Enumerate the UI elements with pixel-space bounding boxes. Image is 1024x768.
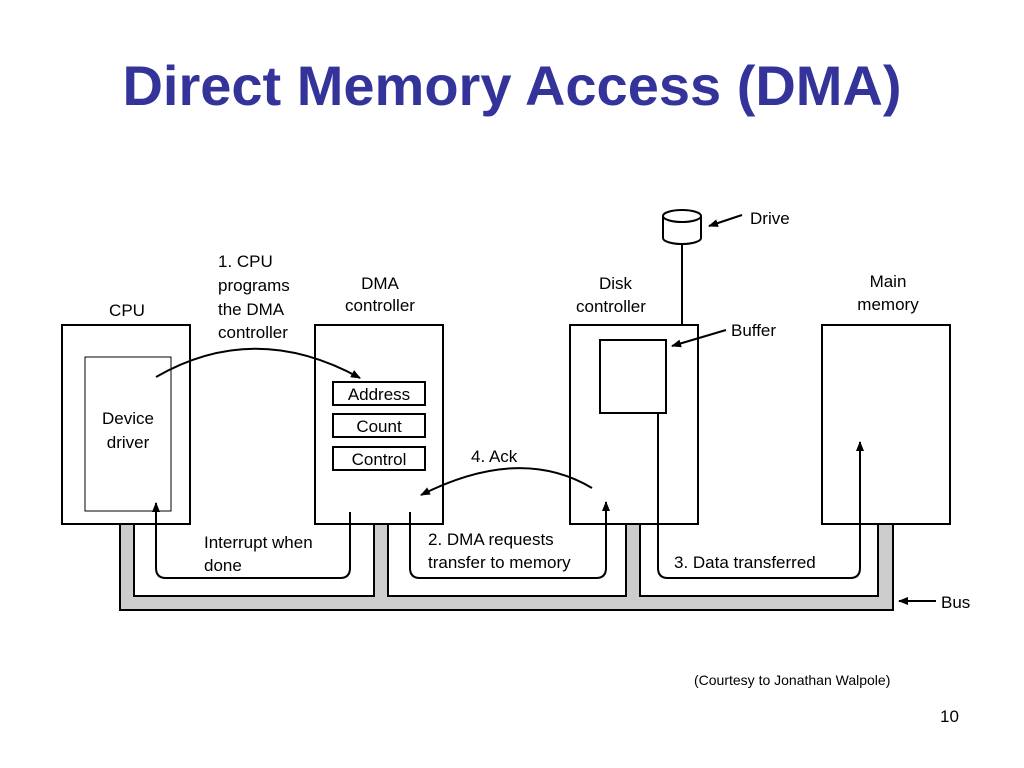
control-register: [332, 446, 426, 471]
step3-label: 3. Data transferred: [674, 553, 816, 572]
main-memory-label-line2: memory: [857, 295, 919, 314]
address-register: [332, 381, 426, 406]
disk-controller-box: [569, 324, 699, 525]
buffer-pointer-arrow: [671, 329, 727, 348]
device-driver-box: [84, 356, 172, 512]
drive-icon: [662, 209, 702, 245]
step3-arrow: [657, 413, 864, 579]
step1-label-line2: programs: [218, 276, 290, 295]
count-register: [332, 413, 426, 438]
count-label: Count: [356, 417, 402, 436]
disk-controller-label-line1: Disk: [599, 274, 633, 293]
disk-controller-label-line2: controller: [576, 297, 646, 316]
step2-arrow: [409, 501, 610, 579]
step1-label-line4: controller: [218, 323, 288, 342]
dma-controller-label-line1: DMA: [361, 274, 399, 293]
courtesy-note: (Courtesy to Jonathan Walpole): [694, 672, 891, 688]
interrupt-arrow: [152, 502, 351, 579]
bus-label: Bus: [941, 593, 970, 612]
step4-arrow: [420, 467, 593, 496]
slide-title: Direct Memory Access (DMA): [122, 54, 902, 117]
drive-label: Drive: [750, 209, 790, 228]
interrupt-label-line1: Interrupt when: [204, 533, 313, 552]
device-driver-label-line1: Device: [102, 409, 154, 428]
step1-label-line3: the DMA: [218, 300, 285, 319]
interrupt-label-line2: done: [204, 556, 242, 575]
device-driver-label-line2: driver: [107, 433, 150, 452]
drive-pointer-arrow: [708, 214, 743, 227]
address-label: Address: [348, 385, 410, 404]
step2-label-line1: 2. DMA requests: [428, 530, 554, 549]
step4-label: 4. Ack: [471, 447, 518, 466]
page-number: 10: [940, 707, 959, 726]
buffer-box: [599, 339, 667, 414]
main-memory-box: [821, 324, 951, 525]
step1-arrow: [155, 347, 361, 379]
control-label: Control: [352, 450, 407, 469]
dma-controller-label-line2: controller: [345, 296, 415, 315]
step1-label-line1: 1. CPU: [218, 252, 273, 271]
main-memory-label-line1: Main: [870, 272, 907, 291]
buffer-label: Buffer: [731, 321, 776, 340]
cpu-label: CPU: [109, 301, 145, 320]
step2-label-line2: transfer to memory: [428, 553, 571, 572]
